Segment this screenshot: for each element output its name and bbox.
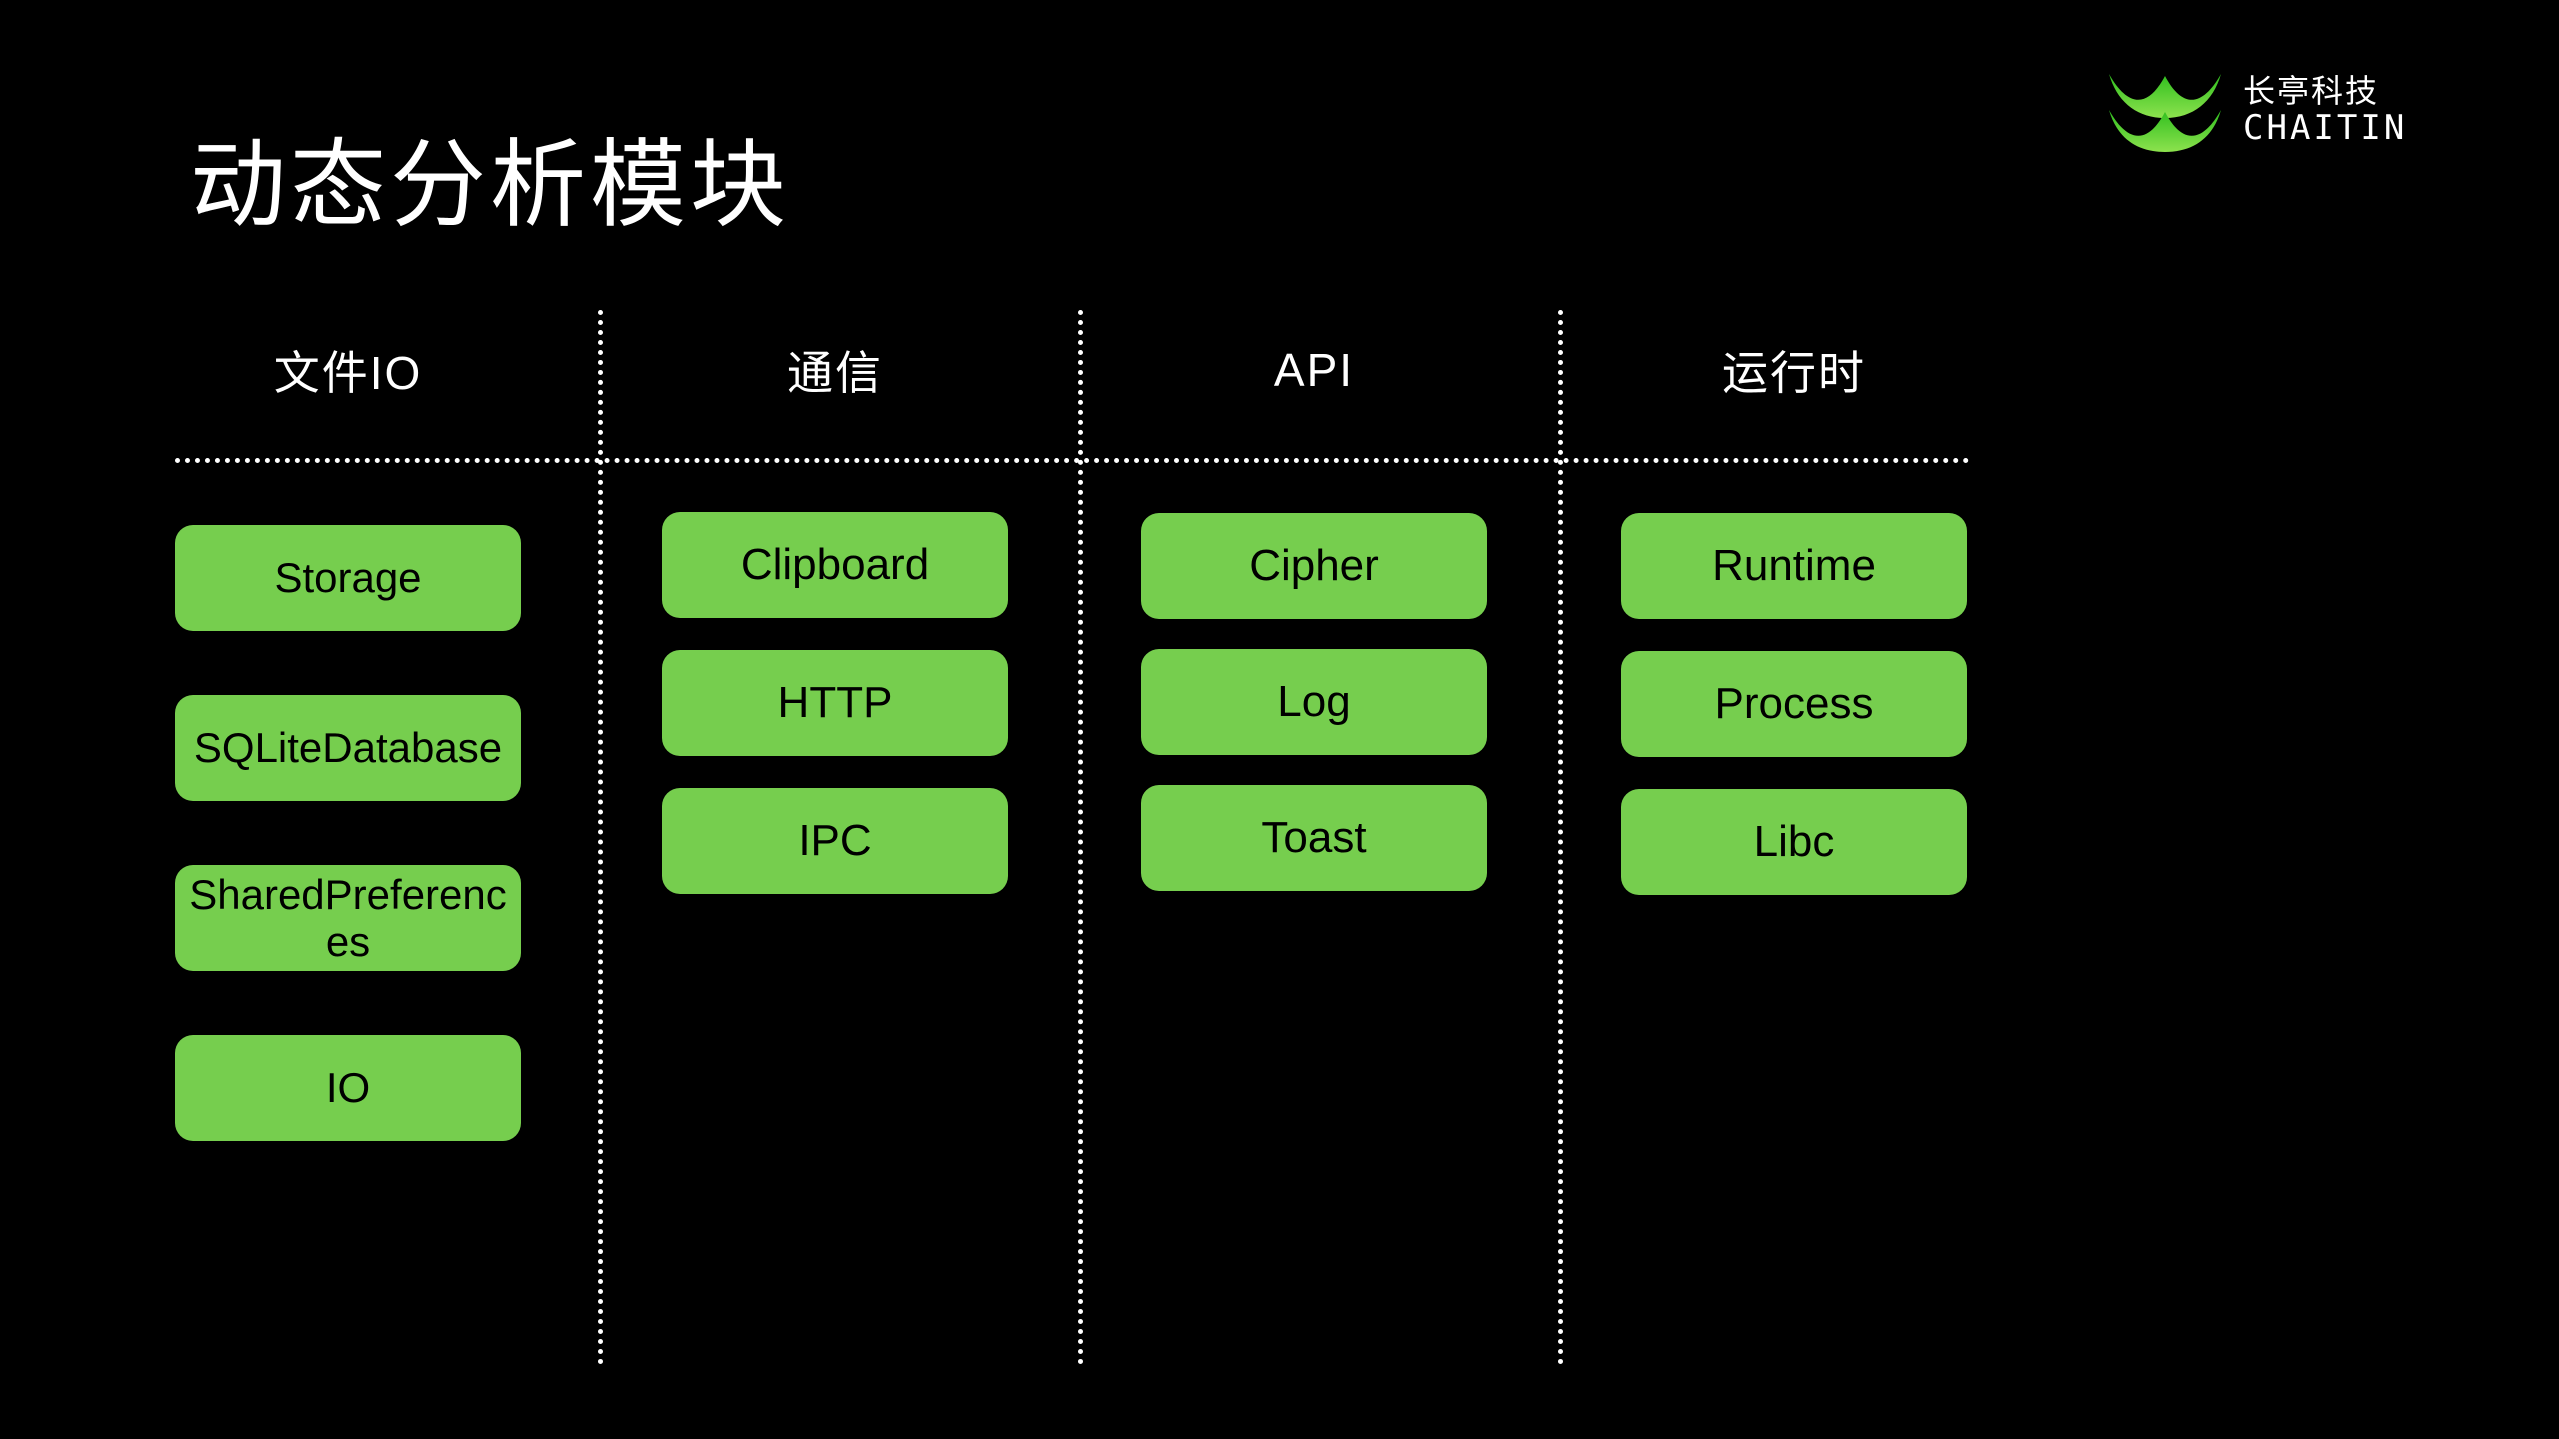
logo-chinese-name: 长亭科技 <box>2243 73 2380 109</box>
brand-logo: 长亭科技 CHAITIN <box>2105 62 2405 154</box>
column-file-io: Storage SQLiteDatabase SharedPreferences… <box>175 525 521 1141</box>
chip-storage[interactable]: Storage <box>175 525 521 631</box>
column-divider-3 <box>1558 310 1563 1365</box>
column-divider-1 <box>598 310 603 1365</box>
chip-clipboard[interactable]: Clipboard <box>662 512 1008 618</box>
chip-log[interactable]: Log <box>1141 649 1487 755</box>
module-grid: 文件IO 通信 API 运行时 Storage SQLiteDatabase S… <box>175 310 1970 1365</box>
chip-process[interactable]: Process <box>1621 651 1967 757</box>
chip-runtime[interactable]: Runtime <box>1621 513 1967 619</box>
logo-wordmark: 长亭科技 CHAITIN <box>2243 71 2407 145</box>
chip-cipher[interactable]: Cipher <box>1141 513 1487 619</box>
page-title: 动态分析模块 <box>190 132 790 239</box>
column-header-comms: 通信 <box>787 347 883 399</box>
chip-ipc[interactable]: IPC <box>662 788 1008 894</box>
column-divider-2 <box>1078 310 1083 1365</box>
column-header-file-io: 文件IO <box>273 347 423 399</box>
chip-libc[interactable]: Libc <box>1621 789 1967 895</box>
chip-sharedpreferences[interactable]: SharedPreferences <box>175 865 521 971</box>
chip-toast[interactable]: Toast <box>1141 785 1487 891</box>
chaitin-double-arc-mark <box>2109 74 2221 152</box>
chip-http[interactable]: HTTP <box>662 650 1008 756</box>
chip-io[interactable]: IO <box>175 1035 521 1141</box>
column-comms: Clipboard HTTP IPC <box>662 512 1008 894</box>
column-api: Cipher Log Toast <box>1141 513 1487 891</box>
header-divider <box>175 458 1970 463</box>
chip-sqlitedatabase[interactable]: SQLiteDatabase <box>175 695 521 801</box>
column-header-api: API <box>1273 344 1355 396</box>
logo-english-name: CHAITIN <box>2243 108 2408 148</box>
column-header-runtime: 运行时 <box>1722 347 1866 399</box>
column-runtime: Runtime Process Libc <box>1621 513 1967 895</box>
